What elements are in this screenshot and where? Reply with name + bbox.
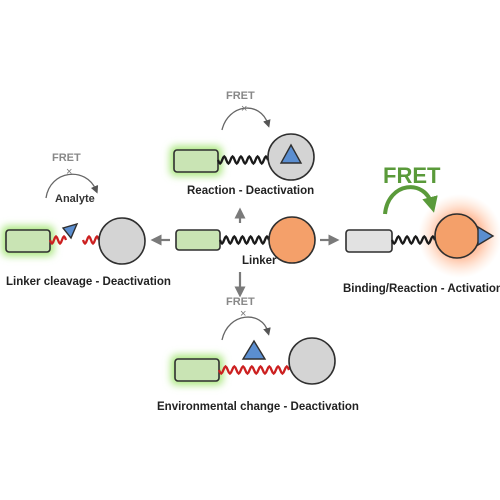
- linker-spring: [390, 234, 437, 246]
- fret-label-active: FRET: [383, 163, 441, 188]
- linker-spring: [218, 234, 271, 246]
- center-arrows: [150, 207, 340, 298]
- bottom-caption: Environmental change - Deactivation: [157, 401, 359, 413]
- right-caption: Binding/Reaction - Activation: [343, 283, 500, 295]
- right-construct: FRET Binding/Reaction - Activation: [343, 163, 500, 295]
- center-linker-label: Linker: [242, 255, 277, 267]
- analyte-triangle: [61, 222, 79, 240]
- donor-dimmed: [345, 229, 393, 253]
- donor-fluorophore: [5, 229, 51, 253]
- quenched-acceptor: [288, 337, 336, 385]
- analyte-label: Analyte: [55, 193, 95, 205]
- fret-label: FRET: [52, 152, 81, 164]
- fret-arc: [221, 107, 271, 131]
- acceptor-quencher: [268, 216, 316, 264]
- fret-arc: [221, 316, 271, 341]
- left-construct: Analyte × FRET Linker cleavage - Deactiv…: [2, 152, 171, 288]
- top-construct: × FRET Reaction - Deactivation: [170, 90, 315, 197]
- left-caption: Linker cleavage - Deactivation: [6, 276, 171, 288]
- donor-fluorophore: [173, 149, 219, 173]
- bottom-construct: × FRET Environmental change - Deactivati…: [157, 296, 359, 413]
- blocked-mark: ×: [241, 103, 247, 115]
- analyte-triangle: [477, 225, 495, 247]
- fret-arc-active: [383, 185, 438, 215]
- fret-arc: [45, 173, 99, 199]
- cleaved-linker-left: [48, 234, 68, 246]
- blocked-mark: ×: [240, 308, 246, 320]
- blocked-mark: ×: [66, 166, 72, 178]
- analyte-triangle: [241, 339, 267, 360]
- center-construct: Linker: [175, 216, 316, 267]
- fret-label: FRET: [226, 90, 255, 102]
- top-caption: Reaction - Deactivation: [187, 185, 314, 197]
- donor-fluorophore: [175, 229, 221, 251]
- analyte-triangle: [279, 143, 303, 164]
- donor-fluorophore: [174, 358, 220, 382]
- cleaved-linker-right: [81, 234, 101, 246]
- fret-label: FRET: [226, 296, 255, 308]
- linker-spring: [216, 154, 270, 166]
- linker-spring-disrupted: [217, 364, 291, 376]
- quenched-acceptor: [98, 217, 146, 265]
- acceptor-activated: [434, 213, 480, 259]
